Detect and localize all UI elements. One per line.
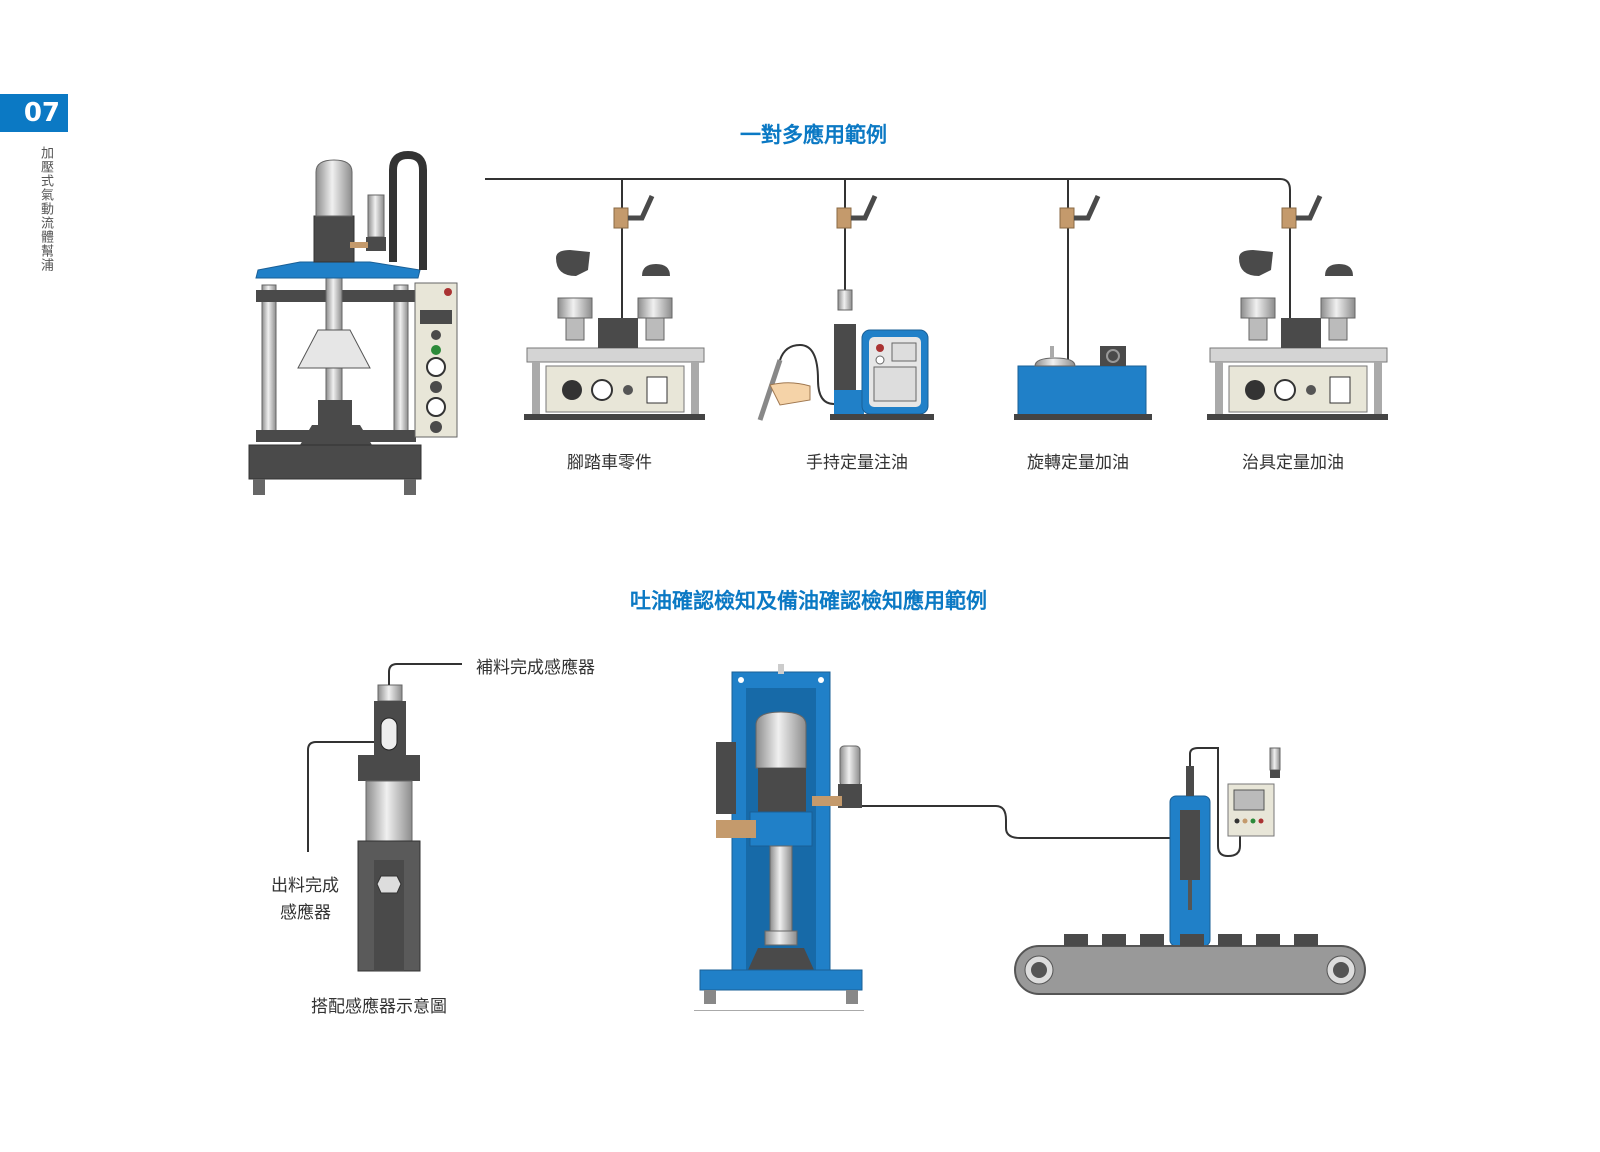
main-supply-line (485, 178, 1291, 335)
app-label-handheld-dispensing: 手持定量注油 (806, 453, 908, 473)
side-section-title: 加壓式氣動流體幫浦 (38, 146, 53, 272)
conveyor-dispensing-station (1014, 747, 1366, 995)
main-pump-machine (248, 150, 458, 495)
bicycle-parts-fixture (524, 250, 705, 420)
sensor-cylinder-diagram (307, 663, 462, 972)
refill-complete-sensor-label: 補料完成感應器 (476, 658, 595, 678)
rotary-dispensing-unit (1014, 346, 1152, 420)
sensor-diagram-caption: 搭配感應器示意圖 (311, 997, 447, 1017)
app-label-jig-dispensing: 治具定量加油 (1242, 453, 1344, 473)
section2-heading: 吐油確認檢知及備油確認檢知應用範例 (630, 589, 987, 613)
valve-drops (613, 179, 1323, 365)
discharge-complete-sensor-label-line2: 感應器 (280, 903, 331, 923)
discharge-complete-sensor-label-line1: 出料完成 (271, 876, 339, 896)
app-label-rotary-dispensing: 旋轉定量加油 (1027, 453, 1129, 473)
jig-dispensing-fixture (1207, 250, 1388, 420)
app-label-bicycle-parts: 腳踏車零件 (567, 453, 652, 473)
page-number-badge: 07 (0, 94, 68, 132)
handheld-dispensing-station (757, 289, 934, 421)
section1-heading: 一對多應用範例 (740, 123, 887, 147)
blue-frame-pump (694, 664, 1172, 1011)
